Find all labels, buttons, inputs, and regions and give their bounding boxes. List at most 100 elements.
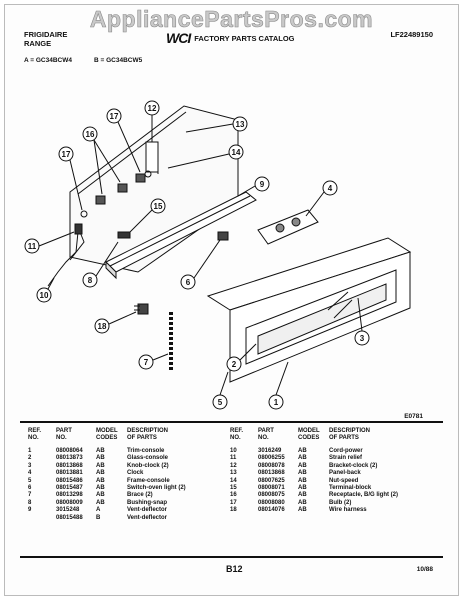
model-code: AB	[298, 499, 307, 506]
console-frame-drawing	[206, 237, 412, 383]
svg-text:2: 2	[232, 360, 237, 369]
model-b: B = GC34BCW5	[93, 57, 143, 64]
callout-1: 1	[268, 361, 289, 410]
brand-name: FRIGIDAIRE	[24, 30, 68, 39]
part-description: Vent-deflector	[127, 514, 168, 521]
ref-no: 13	[230, 470, 237, 477]
part-description: Glass-console	[127, 455, 169, 462]
part-no: 08007625	[258, 477, 285, 484]
part-description: Terminal-block	[329, 485, 372, 492]
part-no: 08015487	[56, 485, 83, 492]
model-code: AB	[96, 477, 105, 484]
ref-no: 11	[230, 455, 237, 462]
callout-5: 5	[212, 371, 229, 410]
model-legend: A = GC34BCW4 B = GC34BCW5	[24, 57, 142, 64]
part-no: 08008075	[258, 492, 285, 499]
part-no: 08008009	[56, 499, 83, 506]
model-code: AB	[96, 492, 105, 499]
model-code: AB	[96, 499, 105, 506]
callout-17a: 17	[106, 108, 141, 173]
part-description: Strain relief	[329, 455, 363, 462]
part-no: 08006255	[258, 455, 285, 462]
svg-text:11: 11	[28, 242, 37, 251]
callout-9: 9	[237, 176, 270, 197]
terminal-block-drawing	[117, 231, 131, 239]
model-code: AB	[298, 492, 307, 499]
svg-text:4: 4	[328, 184, 333, 193]
model-code: AB	[298, 477, 307, 484]
callout-6: 6	[180, 239, 221, 290]
callout-3: 3	[354, 297, 370, 346]
ref-no: 3	[28, 462, 32, 469]
svg-text:1: 1	[274, 398, 279, 407]
part-no: 08015488	[56, 514, 83, 521]
callout-2: 2	[226, 343, 257, 372]
model-code: AB	[96, 455, 105, 462]
svg-text:12: 12	[148, 104, 157, 113]
ref-no: 8	[28, 499, 32, 506]
svg-text:16: 16	[86, 130, 95, 139]
part-no: 08013298	[56, 492, 83, 499]
svg-text:14: 14	[232, 148, 241, 157]
ref-no: 17	[230, 499, 237, 506]
callout-markers: 1 2 3 4 5 6 7	[24, 100, 370, 410]
callout-17b: 17	[58, 146, 83, 211]
part-description: Wire harness	[329, 507, 367, 514]
ref-no: 15	[230, 485, 237, 492]
part-no: 08008078	[258, 462, 285, 469]
part-description: Trim-console	[127, 448, 165, 454]
part-no: 08015486	[56, 477, 83, 484]
ref-no: 16	[230, 492, 237, 499]
page-number: B12	[226, 564, 243, 574]
callout-16: 16	[82, 126, 121, 195]
model-code: AB	[298, 470, 307, 477]
callout-7: 7	[138, 353, 169, 370]
ref-no: 2	[28, 455, 32, 462]
model-code: AB	[96, 462, 105, 469]
catalog-title: FACTORY PARTS CATALOG	[194, 33, 295, 43]
ref-no: 5	[28, 477, 32, 484]
model-code: AB	[96, 485, 105, 492]
callout-4: 4	[305, 180, 338, 217]
part-no: 3015248	[56, 507, 80, 514]
wire-harness-drawing	[134, 303, 149, 315]
ref-no: 18	[230, 507, 237, 514]
clock-drawing	[257, 209, 319, 245]
ref-no: 9	[28, 507, 32, 514]
figure-id: E0781	[404, 413, 423, 420]
model-code: AB	[96, 470, 105, 477]
svg-text:13: 13	[236, 120, 245, 129]
table-row: 8 08008009 AB Bushing-snap	[28, 500, 228, 507]
diagram-drawing: 1 2 3 4 5 6 7	[24, 100, 412, 410]
ref-no: 10	[230, 448, 237, 454]
part-description: Bushing-snap	[127, 499, 167, 506]
vent-deflector-drawing	[105, 191, 257, 280]
part-description: Nut-speed	[329, 477, 359, 484]
svg-text:10: 10	[40, 291, 49, 300]
model-code: A	[96, 507, 101, 514]
svg-text:5: 5	[218, 398, 223, 407]
product-type: RANGE	[24, 39, 52, 48]
part-description: Panel-back	[329, 470, 361, 477]
callout-12: 12	[144, 100, 160, 142]
part-description: Bracket-clock (2)	[329, 462, 378, 469]
svg-text:6: 6	[186, 278, 191, 287]
part-description: Knob-clock (2)	[127, 462, 169, 469]
part-description: Bulb (2)	[329, 499, 352, 506]
model-code: AB	[298, 462, 307, 469]
